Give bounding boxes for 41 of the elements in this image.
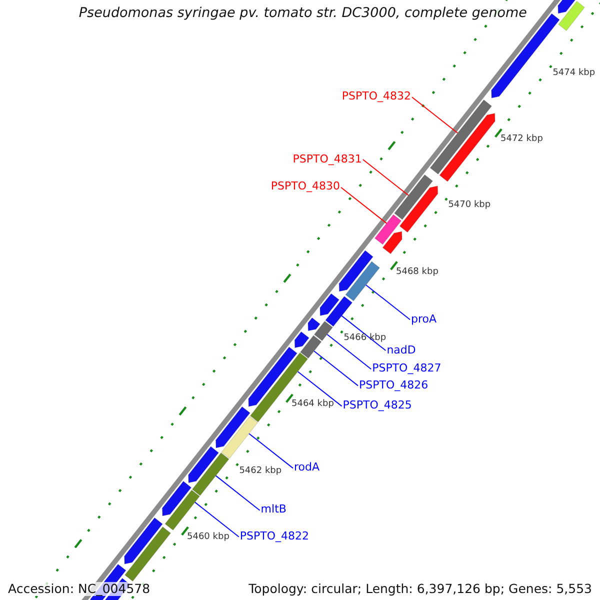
leader-line [326, 334, 372, 370]
gene-label: PSPTO_4825 [342, 400, 412, 412]
gene-feature [345, 261, 380, 302]
leader-line [412, 96, 458, 134]
leader-line [340, 186, 388, 224]
leader-line [314, 350, 358, 386]
leader-line [341, 315, 386, 351]
scale-label: 5460 kbp [187, 532, 230, 542]
gene-feature [374, 214, 402, 245]
gene-label: PSPTO_4822 [240, 530, 310, 544]
gene-feature [430, 99, 492, 175]
gene-label: PSPTO_4826 [359, 379, 428, 392]
gene-feature [192, 452, 230, 496]
leader-line [248, 433, 294, 469]
scale-label: 5472 kbp [500, 134, 543, 144]
footer-text: Accession: NC_004578 [6, 582, 152, 596]
leader-line [366, 284, 410, 320]
gene-label: PSPTO_4827 [372, 362, 442, 376]
leader-line [297, 371, 342, 407]
gene-feature [314, 320, 334, 342]
gene-label: PSPTO_4831 [292, 153, 362, 166]
gene-feature [394, 174, 434, 220]
gene-label: proA [411, 313, 437, 326]
leader-line [194, 502, 240, 538]
gene-label: PSPTO_4832 [342, 90, 411, 104]
gene-feature [300, 335, 322, 359]
scale-label: 5464 kbp [292, 399, 334, 410]
footer-text: Topology: circular; Length: 6,397,126 bp; Genes: 5,553 [246, 582, 594, 596]
scale-label: 5466 kbp [344, 333, 386, 344]
gene-label: PSPTO_4830 [270, 181, 340, 194]
leader-line [215, 475, 260, 511]
gene-label: rodA [294, 462, 320, 474]
scale-label: 5470 kbp [448, 200, 491, 211]
scale-label: 5468 kbp [396, 266, 438, 277]
gene-feature [325, 296, 353, 327]
scale-label: 5474 kbp [552, 68, 596, 78]
gene-label: nadD [386, 344, 416, 357]
gene-label: mltB [260, 504, 286, 517]
scale-label: 5462 kbp [239, 466, 282, 476]
gene-feature [164, 490, 200, 531]
gene-feature [221, 416, 258, 459]
